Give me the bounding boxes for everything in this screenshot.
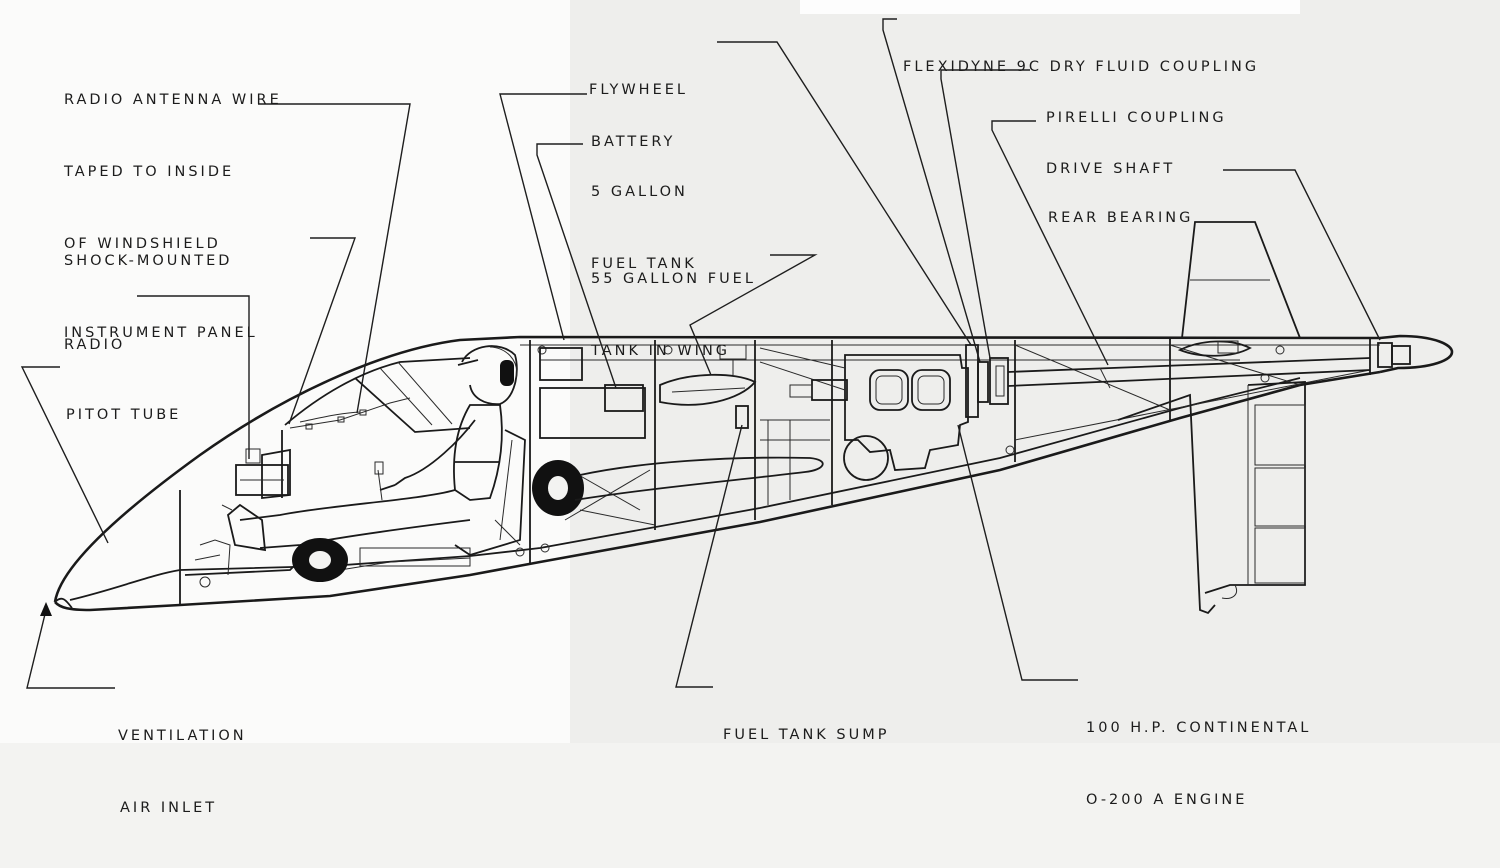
wheels xyxy=(292,460,584,582)
label-5-gallon-fuel-tank: 5 GALLON FUEL TANK xyxy=(591,132,697,324)
leader-lines xyxy=(20,18,1381,689)
label-radio: RADIO xyxy=(64,285,125,405)
label-flexidyne-coupling: FLEXIDYNE 9C DRY FLUID COUPLING xyxy=(903,7,1259,127)
label-55-gallon-fuel-tank: 55 GALLON FUEL TANK IN WING xyxy=(591,219,756,411)
label-ventilation-air-inlet: VENTILATION AIR INLET xyxy=(118,676,247,868)
label-pirelli-coupling: PIRELLI COUPLING xyxy=(1046,58,1227,178)
engine xyxy=(759,347,969,481)
label-line: FUEL TANK xyxy=(591,256,697,272)
canopy xyxy=(284,357,471,433)
label-line: 55 GALLON FUEL xyxy=(591,271,756,287)
label-line: RADIO ANTENNA WIRE xyxy=(64,92,282,108)
paper-left xyxy=(0,0,570,743)
label-line: SHOCK-MOUNTED xyxy=(64,253,233,269)
label-line: 100 H.P. CONTINENTAL xyxy=(1086,720,1312,736)
drivetrain xyxy=(965,340,1411,418)
label-line: TANK IN WING xyxy=(591,343,731,359)
label-radio-antenna-wire: RADIO ANTENNA WIRE TAPED TO INSIDE OF WI… xyxy=(64,40,282,304)
label-line: DRIVE SHAFT xyxy=(1046,161,1176,177)
label-drive-shaft: DRIVE SHAFT xyxy=(1046,109,1175,229)
label-fuel-tank-sump: FUEL TANK SUMP xyxy=(723,675,890,795)
label-engine: 100 H.P. CONTINENTAL O-200 A ENGINE xyxy=(1086,668,1311,860)
ventral-fin xyxy=(1117,381,1306,615)
label-line: 5 GALLON xyxy=(591,184,688,200)
label-battery: BATTERY xyxy=(591,82,675,202)
fuselage-outline xyxy=(53,334,1454,612)
label-line: AIR INLET xyxy=(120,800,218,816)
battery-and-tank xyxy=(539,347,646,439)
pilot-figure xyxy=(221,345,526,556)
label-line: FLYWHEEL xyxy=(589,82,688,98)
label-line: OF WINDSHIELD xyxy=(64,236,221,252)
vertical-stabilizer xyxy=(1181,221,1301,339)
label-line: PIRELLI COUPLING xyxy=(1046,110,1227,126)
label-line: BATTERY xyxy=(591,134,676,150)
label-line: PITOT TUBE xyxy=(66,407,182,423)
instrument-panel xyxy=(235,430,291,500)
label-line: TAPED TO INSIDE xyxy=(64,164,235,180)
label-line: FLEXIDYNE 9C DRY FLUID COUPLING xyxy=(903,59,1260,75)
label-rear-bearing: REAR BEARING xyxy=(1048,158,1193,278)
aircraft-cutaway-drawing xyxy=(20,18,1454,689)
label-line: FUEL TANK SUMP xyxy=(723,727,890,743)
label-line: VENTILATION xyxy=(118,728,247,744)
cutaway-diagram: RADIO ANTENNA WIRE TAPED TO INSIDE OF WI… xyxy=(0,0,1454,816)
label-line: O-200 A ENGINE xyxy=(1086,792,1248,808)
label-pitot-tube: PITOT TUBE xyxy=(66,355,181,475)
label-line: RADIO xyxy=(64,337,126,353)
label-shock-mounted-instrument-panel: SHOCK-MOUNTED INSTRUMENT PANEL xyxy=(64,201,258,393)
paper-tear xyxy=(800,0,1300,14)
label-line: INSTRUMENT PANEL xyxy=(64,325,258,341)
label-line: REAR BEARING xyxy=(1048,210,1194,226)
label-flywheel: FLYWHEEL xyxy=(589,30,688,150)
wing xyxy=(574,344,824,501)
